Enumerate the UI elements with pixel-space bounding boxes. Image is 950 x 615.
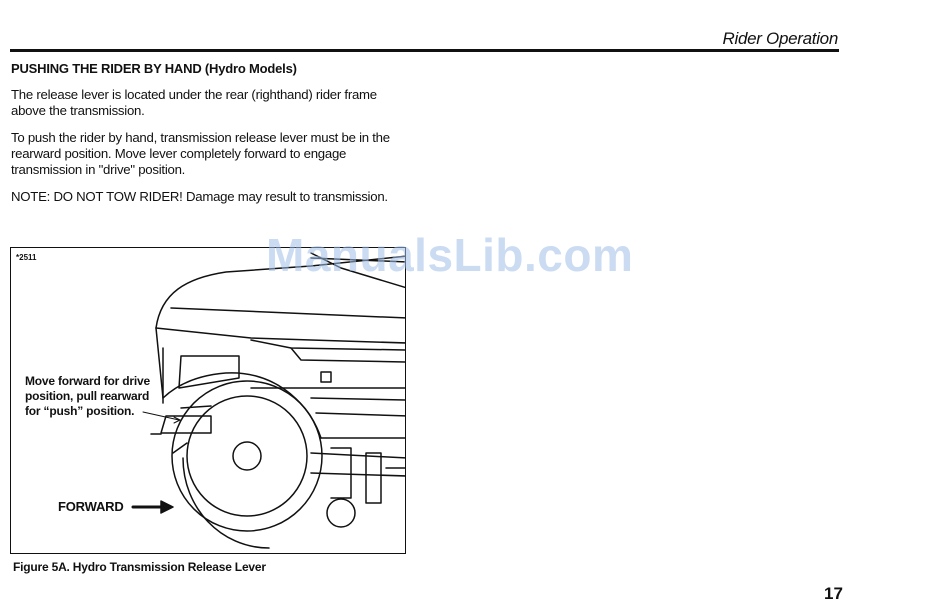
- page-header-title: Rider Operation: [722, 29, 838, 48]
- section-heading: PUSHING THE RIDER BY HAND (Hydro Models): [11, 61, 297, 76]
- paragraph-release-lever-location: The release lever is located under the r…: [11, 87, 377, 118]
- figure-caption: Figure 5A. Hydro Transmission Release Le…: [13, 560, 266, 574]
- page-number: 17: [824, 584, 843, 603]
- forward-label: FORWARD: [58, 499, 124, 514]
- figure-hydro-release-lever: *2511 Move forward for drive position, p…: [10, 247, 406, 554]
- paragraph-tow-note: NOTE: DO NOT TOW RIDER! Damage may resul…: [11, 189, 388, 204]
- rider-illustration: [131, 252, 405, 549]
- watermark: ManualsLib.com: [266, 229, 634, 281]
- figure-number: *2511: [16, 253, 37, 262]
- paragraph-push-instructions: To push the rider by hand, transmission …: [11, 130, 390, 177]
- lever-callout: Move forward for drive position, pull re…: [25, 374, 150, 418]
- header-rule: [10, 49, 839, 52]
